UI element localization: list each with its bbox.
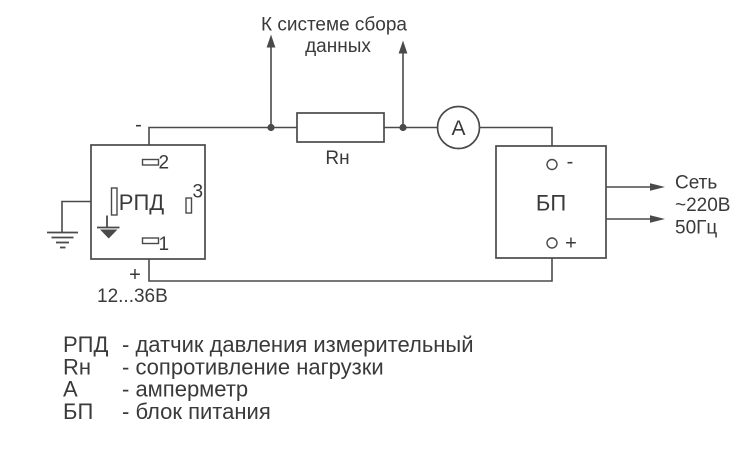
sensor-pin-2-number: 2 bbox=[159, 153, 170, 174]
psu-minus-terminal bbox=[546, 158, 558, 171]
sensor-plus-sign: + bbox=[129, 264, 141, 286]
data-acquisition-label-line1: К системе сбора bbox=[261, 15, 407, 36]
mains-label-line1: Сеть bbox=[675, 173, 717, 194]
ammeter-circle bbox=[436, 105, 481, 150]
sensor-pin-3-number: 3 bbox=[193, 182, 204, 203]
chassis-ground-symbol bbox=[97, 215, 120, 239]
data-acquisition-label-line2: данных bbox=[305, 36, 371, 57]
signal-arrow-left-head bbox=[266, 34, 276, 48]
sensor-pin-1-number: 1 bbox=[159, 234, 170, 255]
junction-dot-left bbox=[267, 123, 275, 132]
mains-label-line2: ~220В bbox=[675, 195, 730, 216]
legend-desc-1: - датчик давления измерительный bbox=[122, 332, 474, 357]
legend-term-4: БП bbox=[63, 399, 93, 424]
mains-arrow-1-head bbox=[650, 183, 665, 191]
signal-arrow-left bbox=[266, 34, 276, 128]
sensor-pin-2 bbox=[141, 158, 160, 166]
legend-desc-3: - амперметр bbox=[122, 377, 248, 402]
power-supply-label: БП bbox=[536, 191, 566, 216]
sensor-supply-range-label: 12...36В bbox=[97, 286, 168, 307]
sensor-electrode bbox=[110, 187, 118, 216]
legend-desc-2: - сопротивление нагрузки bbox=[122, 355, 384, 380]
mains-arrow-2 bbox=[606, 215, 665, 223]
sensor-pin-1 bbox=[141, 237, 160, 245]
mains-arrow-1 bbox=[606, 183, 665, 191]
junction-dot-right bbox=[399, 123, 407, 132]
psu-plus-sign: + bbox=[565, 233, 577, 255]
psu-minus-sign: - bbox=[567, 151, 574, 173]
ammeter-label: А bbox=[451, 117, 465, 140]
sensor-label: РПД bbox=[119, 190, 164, 215]
sensor-pin-3 bbox=[185, 197, 193, 214]
legend-desc-4: - блок питания bbox=[122, 399, 271, 424]
sensor-minus-sign: - bbox=[135, 114, 142, 136]
mains-arrow-2-head bbox=[650, 215, 665, 223]
legend-term-2: Rн bbox=[63, 355, 91, 380]
signal-arrow-right bbox=[398, 40, 408, 128]
legend-term-3: А bbox=[63, 377, 78, 402]
legend: РПД - датчик давления измерительный Rн -… bbox=[63, 332, 474, 424]
chassis-ground-triangle bbox=[100, 229, 118, 239]
load-resistor-body bbox=[296, 112, 385, 143]
bottom-supply-wire bbox=[148, 243, 553, 282]
signal-arrow-right-head bbox=[398, 40, 408, 54]
legend-term-1: РПД bbox=[63, 332, 108, 357]
load-resistor-label: Rн bbox=[325, 148, 349, 169]
psu-plus-terminal bbox=[546, 237, 558, 249]
mains-label-line3: 50Гц bbox=[675, 218, 717, 239]
earth-ground-symbol bbox=[47, 231, 78, 249]
